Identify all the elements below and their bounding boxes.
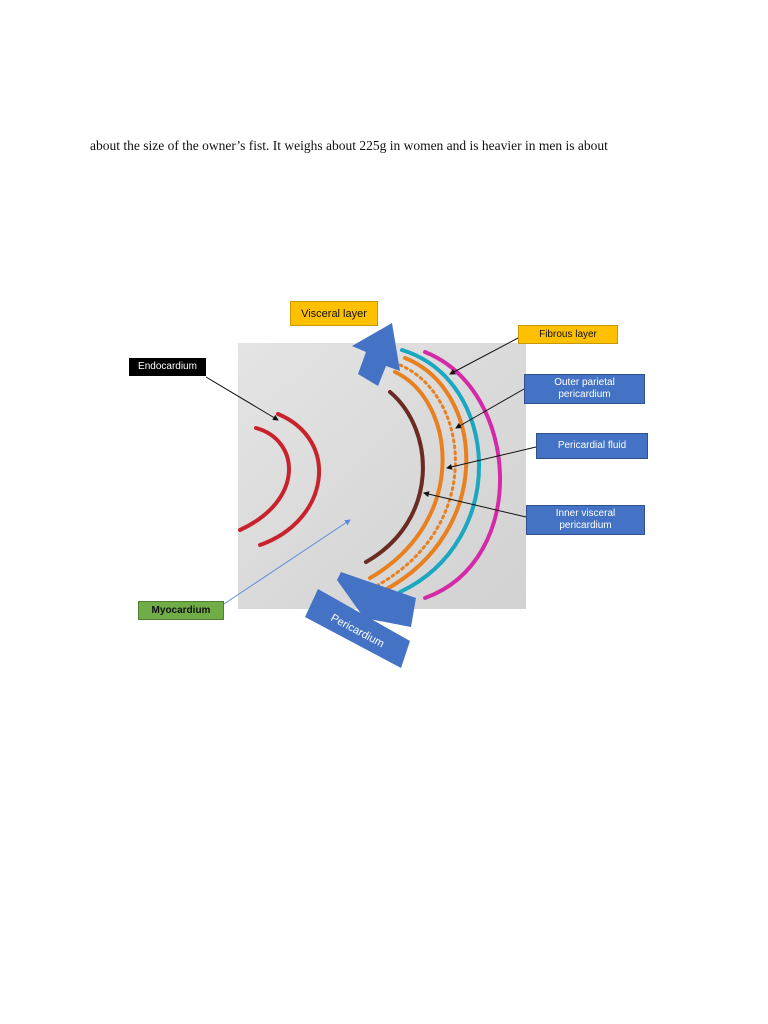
pericardial-fluid-label: Pericardial fluid <box>536 433 648 459</box>
outer-parietal-pericardium-label: Outer parietal pericardium <box>524 374 645 404</box>
orange-inner-arc <box>368 370 445 580</box>
pericardium-shape-upper <box>337 572 416 627</box>
pericardium-shape-lower <box>305 589 410 668</box>
magenta-arc <box>423 350 502 600</box>
myocardium-label: Myocardium <box>138 601 224 620</box>
visceral-blue-arrow <box>352 323 400 386</box>
pericardial-fluid-leader <box>446 446 537 470</box>
inner-visceral-pericardium-label: Inner visceral pericardium <box>526 505 645 535</box>
inner-visceral-line1: Inner visceral <box>555 508 616 519</box>
endocardium-label: Endocardium <box>129 358 206 376</box>
inner-visceral-leader <box>423 491 527 518</box>
body-text-line: about the size of the owner’s fist. It w… <box>90 138 608 153</box>
pericardial-fluid-dots <box>376 363 457 587</box>
visceral-layer-label: Visceral layer <box>290 301 378 326</box>
endocardium-outer-arc <box>258 412 321 547</box>
inner-visceral-arc <box>364 390 425 564</box>
outer-parietal-leader <box>455 388 525 429</box>
endocardium-inner-arc <box>238 426 291 532</box>
inner-visceral-line2: pericardium <box>559 520 612 531</box>
fibrous-layer-label: Fibrous layer <box>518 325 618 344</box>
fibrous-leader <box>449 336 521 375</box>
outer-parietal-line1: Outer parietal <box>554 377 615 388</box>
teal-arc <box>398 348 481 594</box>
outer-parietal-line2: pericardium <box>558 389 611 400</box>
endocardium-leader <box>205 376 279 421</box>
myocardium-leader <box>223 519 351 605</box>
